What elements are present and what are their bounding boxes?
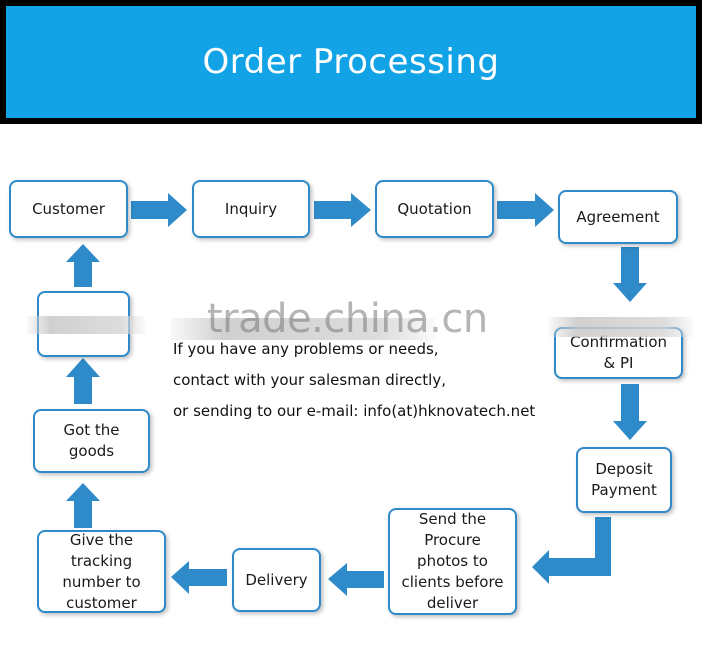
blur-smudge-left <box>27 316 145 334</box>
step-confirmation-label: Confirmation & PI <box>569 333 668 372</box>
step-agreement: Agreement <box>558 190 678 244</box>
step-tracking: Give the tracking number to customer <box>37 530 166 613</box>
arrow-quotation-to-agreement <box>497 193 554 227</box>
step-delivery: Delivery <box>232 548 321 612</box>
arrow-inquiry-to-quotation <box>314 193 371 227</box>
step-agreement-label: Agreement <box>576 207 660 226</box>
step-quotation-label: Quotation <box>397 199 472 218</box>
arrow-blank-to-customer <box>66 244 100 287</box>
note-line-1: If you have any problems or needs, <box>173 340 439 358</box>
step-deposit-label: Deposit Payment <box>591 460 657 499</box>
step-goods-label: Got the goods <box>63 421 120 460</box>
arrow-deposit-to-procure <box>532 517 611 584</box>
arrow-confirmation-to-deposit <box>613 384 647 440</box>
step-tracking-label: Give the tracking number to customer <box>62 530 141 612</box>
step-delivery-label: Delivery <box>245 570 308 589</box>
arrow-agreement-to-confirmation <box>613 247 647 302</box>
step-inquiry-label: Inquiry <box>224 199 278 218</box>
watermark: trade.china.cn <box>207 296 488 342</box>
step-procure: Send the Procure photos to clients befor… <box>388 508 517 615</box>
blur-smudge-center <box>170 318 435 340</box>
step-deposit: Deposit Payment <box>576 447 672 513</box>
step-customer: Customer <box>9 180 128 238</box>
note-line-2: contact with your salesman directly, <box>173 371 446 389</box>
step-quotation: Quotation <box>375 180 494 238</box>
arrow-tracking-to-goods <box>66 483 100 528</box>
header-panel: Order Processing <box>6 6 696 118</box>
arrow-delivery-to-tracking <box>171 561 227 594</box>
page-title: Order Processing <box>202 42 500 82</box>
step-inquiry: Inquiry <box>192 180 310 238</box>
step-goods: Got the goods <box>33 409 150 473</box>
arrow-goods-to-blank <box>66 358 100 404</box>
note-line-3: or sending to our e-mail: info(at)hknova… <box>173 402 536 420</box>
blur-smudge-right <box>548 317 693 337</box>
header-banner: Order Processing <box>0 0 702 124</box>
step-customer-label: Customer <box>32 199 105 218</box>
arrow-procure-to-delivery <box>328 563 384 596</box>
arrow-customer-to-inquiry <box>131 193 187 227</box>
step-procure-label: Send the Procure photos to clients befor… <box>401 510 504 612</box>
